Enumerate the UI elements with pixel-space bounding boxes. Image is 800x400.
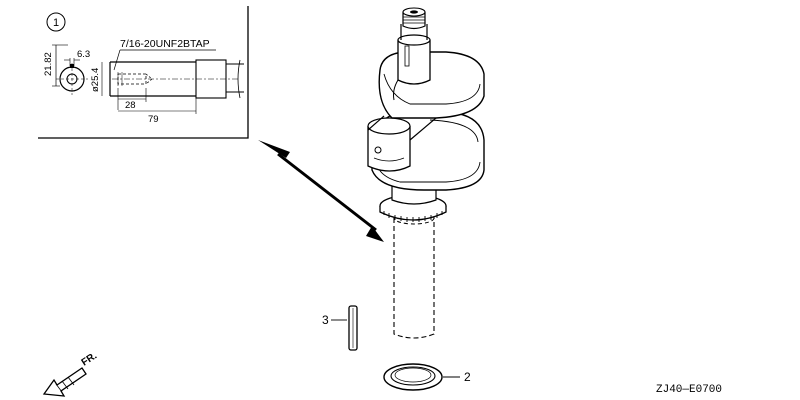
key-part: 3: [322, 305, 358, 351]
shaft-end-view: [56, 63, 88, 95]
detail-marker: 1: [46, 12, 66, 32]
oil-seal-part: 2: [383, 363, 471, 391]
front-arrow-icon: [42, 367, 87, 397]
tap-depth-value: 28: [125, 100, 136, 111]
length-value: 79: [148, 114, 159, 125]
length-dimension: 79: [118, 98, 197, 125]
callout-number-key: 3: [322, 313, 329, 327]
height-dimension: 21.82: [43, 44, 68, 87]
thread-callout-text: 7/16-20UNF2BTAP: [120, 38, 210, 50]
callout-number-seal: 2: [464, 370, 471, 384]
front-direction-indicator: FR.: [42, 350, 100, 397]
crankshaft: [367, 7, 485, 339]
height-value: 21.82: [43, 52, 54, 76]
diagram-code: ZJ40—E0700: [656, 384, 722, 396]
detail-pointer-arrow: [258, 140, 384, 242]
tap-depth-dimension: 28: [117, 88, 147, 111]
detail-marker-number: 1: [53, 17, 59, 29]
shaft-side-view: [109, 59, 244, 99]
crank-pin: [367, 117, 411, 172]
diameter-value: ø25.4: [90, 68, 101, 92]
output-shaft: [393, 7, 431, 101]
front-direction-label: FR.: [80, 350, 100, 368]
shaft-detail-inset: 1 21.82 6.3: [38, 6, 249, 139]
keyway-value: 6.3: [77, 49, 90, 60]
keyway-dimension: 6.3: [64, 49, 90, 66]
thread-callout: 7/16-20UNF2BTAP: [113, 38, 216, 71]
